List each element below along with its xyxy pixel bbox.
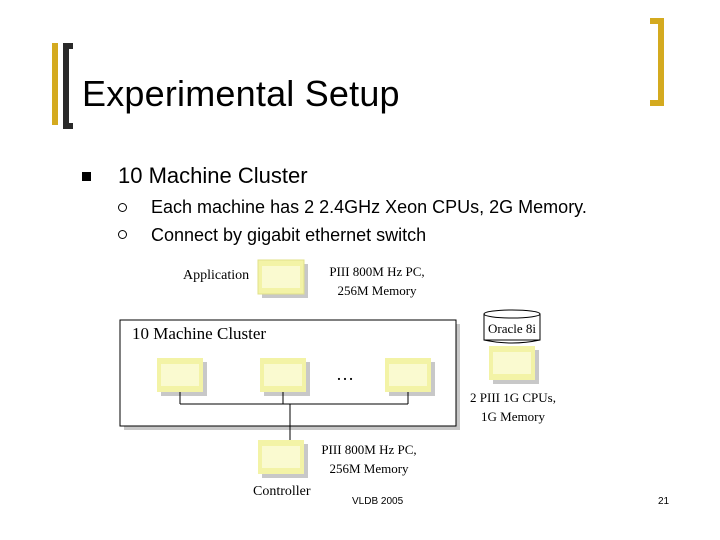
spec-line: 1G Memory xyxy=(481,409,545,424)
page-number: 21 xyxy=(658,496,670,507)
cluster-computer-icon xyxy=(385,358,435,396)
cluster-computer-icon xyxy=(157,358,207,396)
cluster-network-lines xyxy=(179,392,409,440)
footer-venue: VLDB 2005 xyxy=(352,496,404,507)
cluster-computer-icon xyxy=(260,358,310,396)
sub-bullet-text: Each machine has 2 2.4GHz Xeon CPUs, 2G … xyxy=(151,197,587,217)
spec-line: 2 PIII 1G CPUs, xyxy=(470,390,556,405)
oracle-server-computer-icon xyxy=(489,346,539,384)
oracle-database-icon xyxy=(483,309,541,344)
controller-label: Controller xyxy=(253,484,311,499)
sub-bullet-circle-icon xyxy=(118,230,127,239)
title-bracket-right xyxy=(650,18,664,106)
spec-line: 256M Memory xyxy=(337,283,417,298)
title-bracket-gold-left xyxy=(52,43,58,125)
controller-computer-icon xyxy=(258,440,308,478)
bullet-main: 10 Machine Cluster xyxy=(118,163,308,188)
slide-title: Experimental Setup xyxy=(82,73,400,114)
controller-spec: PIII 800M Hz PC, 256M Memory xyxy=(310,440,428,478)
sub-bullet-circle-icon xyxy=(118,203,127,212)
cluster-ellipsis: … xyxy=(336,364,354,384)
application-label: Application xyxy=(183,268,250,283)
application-pc-spec: PIII 800M Hz PC, 256M Memory xyxy=(318,262,436,300)
cluster-label: 10 Machine Cluster xyxy=(132,324,267,343)
oracle-server-spec: 2 PIII 1G CPUs, 1G Memory xyxy=(456,388,570,426)
title-bracket-left xyxy=(63,43,73,129)
application-computer-icon xyxy=(257,259,308,298)
spec-line: PIII 800M Hz PC, xyxy=(321,442,417,457)
spec-line: 256M Memory xyxy=(329,461,409,476)
spec-line: PIII 800M Hz PC, xyxy=(329,264,425,279)
sub-bullet-text: Connect by gigabit ethernet switch xyxy=(151,225,427,245)
bullet-square-icon xyxy=(82,172,91,181)
oracle-label: Oracle 8i xyxy=(487,321,536,336)
